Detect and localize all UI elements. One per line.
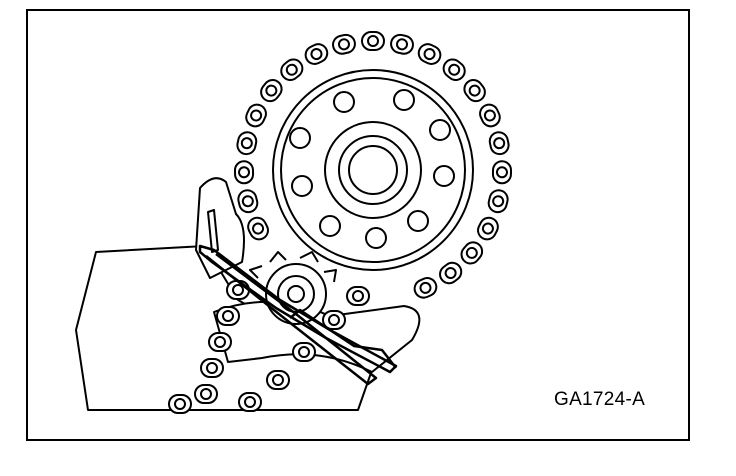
sprocket-bolt-holes [289, 89, 455, 249]
figure-code: GA1724-A [554, 389, 646, 410]
hand [195, 177, 245, 279]
crank-sprocket-teeth [249, 251, 337, 283]
timing-chain [168, 31, 513, 414]
retaining-strap [198, 244, 398, 386]
